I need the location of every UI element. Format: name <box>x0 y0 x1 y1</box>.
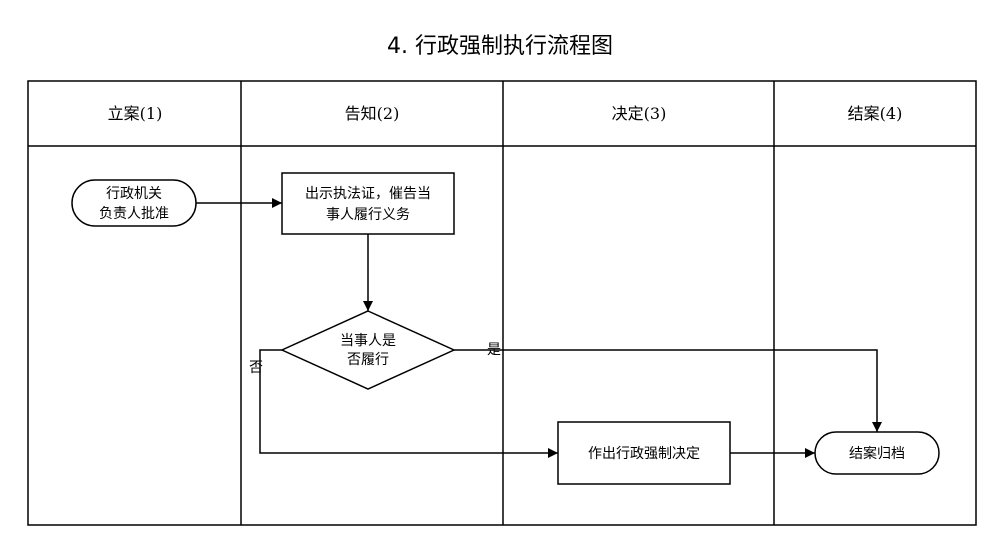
edge-decision-yes-to-end <box>454 349 882 432</box>
decision-node-line-2: 否履行 <box>347 352 389 368</box>
notify-node-line-1: 出示执法证，催告当 <box>305 186 431 202</box>
lane-header-decision: 决定(3) <box>612 104 667 123</box>
notify-process-node: 出示执法证，催告当 事人履行义务 <box>281 172 455 235</box>
diagram-title: 4. 行政强制执行流程图 <box>387 34 613 59</box>
lane-header-notice: 告知(2) <box>345 104 400 123</box>
lane-header-closing: 结案(4) <box>848 104 903 123</box>
enforce-node-label: 作出行政强制决定 <box>588 446 700 462</box>
swimlane-grid <box>27 80 977 526</box>
decision-node: 当事人是 否履行 <box>280 310 456 390</box>
notify-node-line-2: 事人履行义务 <box>326 207 410 223</box>
decision-node-line-1: 当事人是 <box>340 333 396 349</box>
start-node-line-1: 行政机关 <box>106 186 162 202</box>
end-node: 结案归档 <box>814 431 940 475</box>
edge-label-yes: 是 <box>487 342 501 358</box>
end-node-label: 结案归档 <box>849 445 905 462</box>
edge-label-no: 否 <box>249 360 263 376</box>
edge-decision-no-to-enforce <box>259 349 558 458</box>
start-node: 行政机关 负责人批准 <box>71 179 197 227</box>
enforce-decision-node: 作出行政强制决定 <box>557 421 731 485</box>
start-node-line-2: 负责人批准 <box>99 206 169 222</box>
lane-header-filing: 立案(1) <box>108 104 163 123</box>
